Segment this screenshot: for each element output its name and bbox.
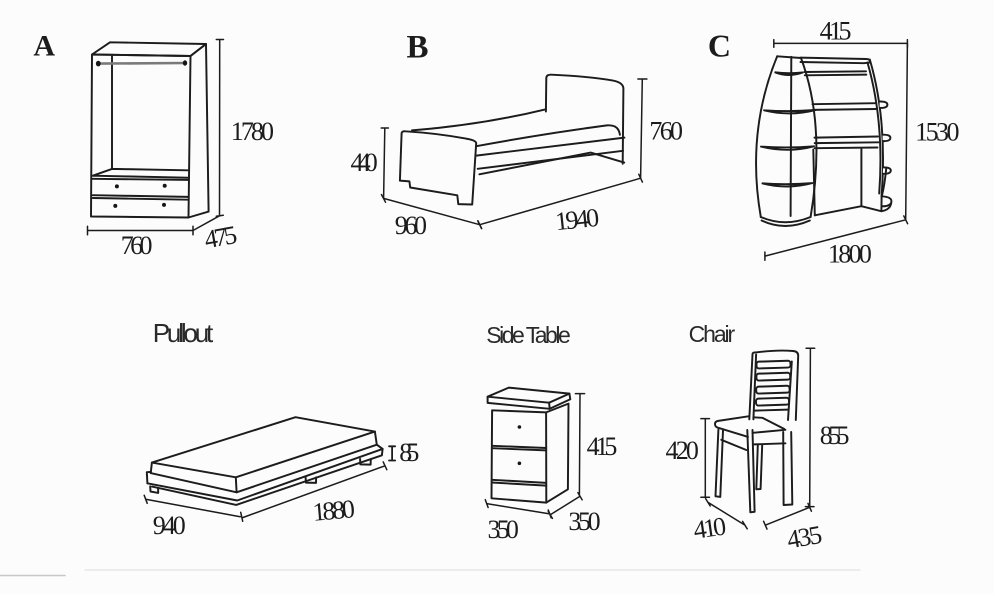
svg-text:1880: 1880 xyxy=(311,494,356,527)
svg-text:760: 760 xyxy=(649,117,683,146)
svg-text:410: 410 xyxy=(692,511,728,544)
svg-text:350: 350 xyxy=(488,515,519,544)
svg-text:1940: 1940 xyxy=(554,203,601,236)
svg-text:C: C xyxy=(708,28,731,64)
svg-text:440: 440 xyxy=(350,148,377,177)
svg-text:350: 350 xyxy=(568,507,600,536)
svg-text:435: 435 xyxy=(785,520,825,555)
svg-text:B: B xyxy=(406,29,428,65)
svg-text:Side Table: Side Table xyxy=(486,322,571,348)
svg-text:85: 85 xyxy=(399,438,419,467)
svg-text:855: 855 xyxy=(820,421,850,450)
svg-text:A: A xyxy=(33,29,55,62)
svg-text:415: 415 xyxy=(587,432,618,461)
svg-text:960: 960 xyxy=(395,211,427,240)
svg-text:760: 760 xyxy=(121,231,153,260)
svg-text:Chair: Chair xyxy=(689,321,736,347)
svg-text:420: 420 xyxy=(666,436,699,465)
svg-text:1530: 1530 xyxy=(915,118,959,147)
svg-text:475: 475 xyxy=(202,220,239,254)
svg-text:415: 415 xyxy=(820,17,852,46)
svg-text:940: 940 xyxy=(153,511,186,540)
svg-text:1800: 1800 xyxy=(828,239,872,268)
svg-text:Pullout: Pullout xyxy=(153,318,214,348)
svg-text:1780: 1780 xyxy=(231,117,274,146)
